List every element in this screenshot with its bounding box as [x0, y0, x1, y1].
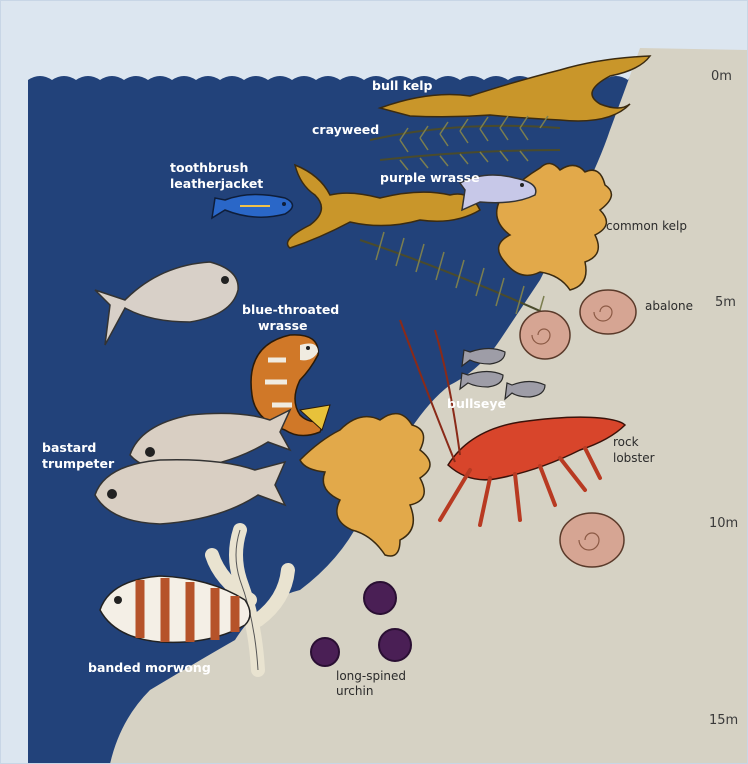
label-bastard: bastard [42, 440, 96, 455]
label-lobster: lobster [613, 451, 655, 465]
label-trumpeter: trumpeter [42, 456, 115, 471]
depth-5m: 5m [715, 295, 736, 310]
label-crayweed: crayweed [312, 122, 379, 137]
label-purple-wrasse: purple wrasse [380, 170, 480, 185]
label-common-kelp: common kelp [606, 219, 687, 233]
depth-0m: 0m [711, 69, 732, 84]
label-leatherjacket: leatherjacket [170, 176, 263, 191]
label-bull-kelp: bull kelp [372, 78, 433, 93]
label-wrasse: wrasse [258, 318, 308, 333]
label-rock: rock [613, 435, 639, 449]
label-toothbrush: toothbrush [170, 160, 248, 175]
label-long-spined: long-spined [336, 669, 406, 683]
depth-10m: 10m [709, 516, 738, 531]
label-abalone: abalone [645, 299, 693, 313]
label-banded-morwong: banded morwong [88, 660, 211, 675]
label-urchin: urchin [336, 684, 373, 698]
label-bullseye: bullseye [447, 396, 506, 411]
depth-15m: 15m [709, 713, 738, 728]
label-blue-throated: blue-throated [242, 302, 339, 317]
